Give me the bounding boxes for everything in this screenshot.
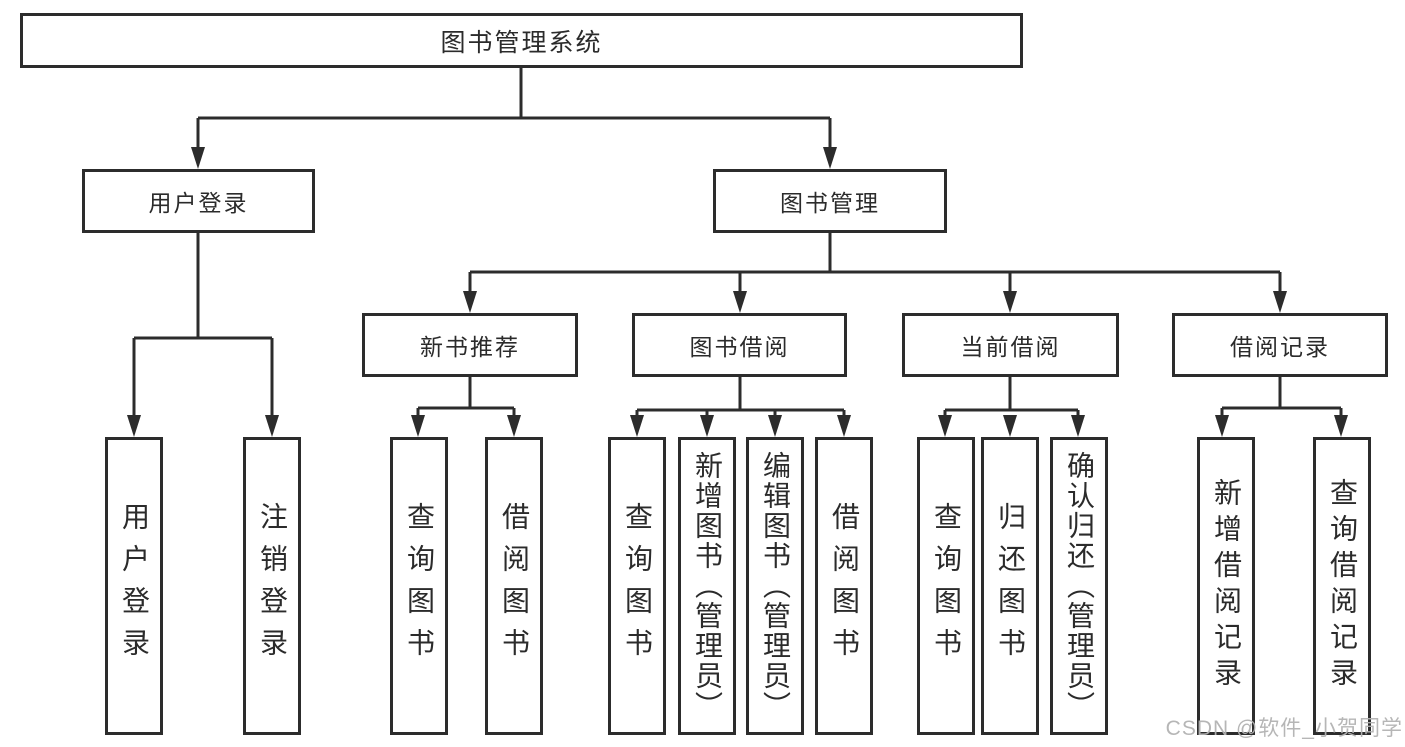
node-cb-return-books: 归还图书: [981, 437, 1039, 735]
connector-line: [1220, 377, 1343, 419]
node-root: 图书管理系统: [20, 13, 1023, 68]
node-bb-add-books-admin: 新增图书（管理员）: [678, 437, 736, 735]
node-bb-query-books: 查询图书: [608, 437, 666, 735]
connector-line: [196, 68, 832, 149]
node-label: 归还图书: [995, 502, 1026, 670]
node-label: 图书借阅: [689, 334, 790, 360]
connector-line: [416, 377, 516, 419]
arrowhead: [1215, 415, 1229, 437]
node-user-login-leaf: 用户登录: [105, 437, 163, 735]
connector-line: [943, 377, 1080, 419]
arrowhead: [938, 415, 952, 437]
node-label: 注销登录: [257, 502, 288, 670]
node-book-management: 图书管理: [713, 169, 947, 233]
node-br-query-borrow-record: 查询借阅记录: [1313, 437, 1371, 735]
node-root-label: 图书管理系统: [440, 28, 603, 57]
connector-line: [468, 233, 1282, 293]
node-label: 借阅记录: [1230, 334, 1330, 360]
arrowhead: [127, 415, 141, 437]
node-label: 图书管理: [780, 190, 880, 216]
arrowhead: [700, 415, 714, 437]
node-label: 编辑图书（管理员）: [760, 451, 791, 721]
node-book-borrow: 图书借阅: [632, 313, 847, 377]
node-label: 确认归还（管理员）: [1064, 451, 1095, 721]
node-new-book-recommend: 新书推荐: [362, 313, 578, 377]
node-cb-query-books: 查询图书: [917, 437, 975, 735]
node-label: 用户登录: [119, 502, 150, 670]
node-label: 借阅图书: [829, 502, 860, 670]
node-label: 当前借阅: [960, 334, 1061, 360]
node-nb-query-books: 查询图书: [390, 437, 448, 735]
arrowhead: [1003, 291, 1017, 313]
arrowhead: [733, 291, 747, 313]
node-bb-borrow-books: 借阅图书: [815, 437, 873, 735]
node-br-add-borrow-record: 新增借阅记录: [1197, 437, 1255, 735]
node-label: 新增图书（管理员）: [692, 451, 723, 721]
watermark: CSDN @软件_小贺同学: [1165, 717, 1403, 740]
arrowhead: [630, 415, 644, 437]
arrowhead: [1273, 291, 1287, 313]
arrowhead: [463, 291, 477, 313]
node-logout-leaf: 注销登录: [243, 437, 301, 735]
node-cb-confirm-return-admin: 确认归还（管理员）: [1050, 437, 1108, 735]
connector-line: [132, 233, 274, 417]
arrowhead: [191, 147, 205, 169]
node-label: 查询借阅记录: [1327, 478, 1358, 694]
node-nb-borrow-books: 借阅图书: [485, 437, 543, 735]
arrowhead: [1003, 415, 1017, 437]
arrowhead: [768, 415, 782, 437]
connector-line: [635, 377, 846, 419]
node-label: 借阅图书: [499, 502, 530, 670]
node-borrow-records: 借阅记录: [1172, 313, 1388, 377]
node-label: 新书推荐: [420, 334, 520, 360]
arrowhead: [507, 415, 521, 437]
arrowhead: [1071, 415, 1085, 437]
arrowhead: [823, 147, 837, 169]
node-label: 查询图书: [931, 502, 962, 670]
node-current-borrow: 当前借阅: [902, 313, 1119, 377]
node-label: 新增借阅记录: [1211, 478, 1242, 694]
arrowhead: [411, 415, 425, 437]
arrowhead: [837, 415, 851, 437]
arrowhead: [265, 415, 279, 437]
node-label: 查询图书: [622, 502, 653, 670]
arrowhead: [1334, 415, 1348, 437]
node-label: 查询图书: [404, 502, 435, 670]
node-label: 用户登录: [148, 190, 249, 216]
node-bb-edit-books-admin: 编辑图书（管理员）: [746, 437, 804, 735]
node-user-login-branch: 用户登录: [82, 169, 315, 233]
